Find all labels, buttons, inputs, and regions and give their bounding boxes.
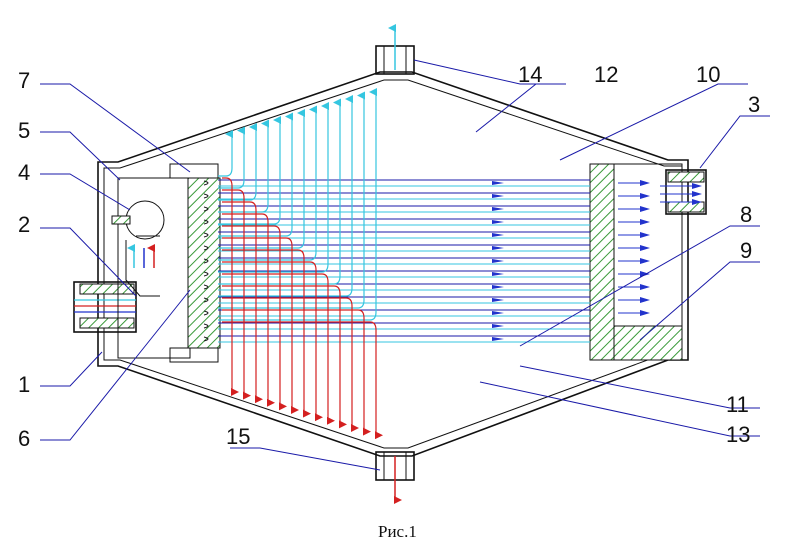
hot-flow-lines xyxy=(222,177,402,504)
cold-flow-line xyxy=(218,109,305,249)
chamber-arrow xyxy=(640,219,650,225)
cold-flow-line xyxy=(218,91,365,309)
tube-arrow xyxy=(492,259,504,263)
tube-arrow xyxy=(492,311,504,315)
hot-flow-line xyxy=(222,321,383,440)
right-header xyxy=(665,169,707,215)
inlet-pipe xyxy=(73,281,137,333)
header-arrow xyxy=(692,191,702,197)
tube-stub xyxy=(203,323,209,329)
tube-stub xyxy=(203,310,209,316)
hot-flow-line xyxy=(222,297,359,432)
tube-arrow xyxy=(492,220,504,224)
leader-lines xyxy=(40,59,770,471)
cold-flow-line xyxy=(218,98,341,285)
tube-stub xyxy=(203,336,209,342)
tube-arrow xyxy=(492,181,504,185)
tube-arrow xyxy=(492,337,504,341)
hot-flow-line xyxy=(222,237,299,414)
chamber-arrow xyxy=(640,297,650,303)
tube-stub xyxy=(203,258,209,264)
header-arrow xyxy=(692,199,702,205)
label-1: 1 xyxy=(18,372,30,397)
chamber-arrow xyxy=(640,193,650,199)
figure-caption: Рис.1 xyxy=(378,522,417,541)
tube-arrow xyxy=(492,285,504,289)
label-15: 15 xyxy=(226,424,250,449)
distributor-ring xyxy=(125,200,165,240)
chamber-arrow xyxy=(640,180,650,186)
tube-stub xyxy=(203,245,209,251)
hot-flow-line xyxy=(222,249,311,418)
tube-arrow xyxy=(492,246,504,250)
tube-arrow xyxy=(492,298,504,302)
label-9: 9 xyxy=(740,238,752,263)
tube-stub xyxy=(203,271,209,277)
hot-flow-line xyxy=(222,309,371,436)
header-flow-arrows xyxy=(618,180,702,316)
hot-flow-line xyxy=(222,261,323,422)
left-chamber xyxy=(111,177,191,359)
header-arrow xyxy=(692,183,702,189)
label-3: 3 xyxy=(748,92,760,117)
cold-flow-line xyxy=(218,130,233,177)
cold-flow-line xyxy=(218,116,281,225)
part-labels: 7 5 4 2 1 6 14 12 10 3 8 9 11 13 15 xyxy=(18,62,760,451)
right-tube-sheet xyxy=(589,163,683,361)
label-10: 10 xyxy=(696,62,720,87)
tube-stub xyxy=(203,206,209,212)
tube-arrow xyxy=(492,194,504,198)
tube-stub xyxy=(203,180,209,186)
chamber-arrow xyxy=(640,258,650,264)
tube-bundle xyxy=(203,179,590,343)
label-13: 13 xyxy=(726,422,750,447)
left-tube-sheet xyxy=(169,163,221,363)
chamber-arrow xyxy=(640,245,650,251)
tube-arrow xyxy=(492,233,504,237)
chamber-arrow xyxy=(640,310,650,316)
hot-flow-line xyxy=(222,213,275,407)
hot-flow-line xyxy=(222,177,239,396)
tube-arrow xyxy=(492,324,504,328)
tube-stub xyxy=(203,284,209,290)
label-4: 4 xyxy=(18,160,30,185)
cold-flow-line xyxy=(218,102,329,273)
hot-flow-line xyxy=(222,285,347,429)
label-7: 7 xyxy=(18,68,30,93)
label-12: 12 xyxy=(594,62,618,87)
cold-flow-line xyxy=(218,112,293,237)
tube-stub xyxy=(203,232,209,238)
tube-arrow xyxy=(492,207,504,211)
tube-stub xyxy=(203,219,209,225)
hot-flow-line xyxy=(222,273,335,425)
tube-arrow xyxy=(492,272,504,276)
chamber-arrow xyxy=(640,284,650,290)
label-14: 14 xyxy=(518,62,542,87)
label-2: 2 xyxy=(18,212,30,237)
cold-flow-line xyxy=(218,123,257,201)
hot-flow-line xyxy=(222,189,251,400)
label-6: 6 xyxy=(18,426,30,451)
hot-flow-line xyxy=(222,201,263,404)
cold-flow-line xyxy=(218,126,245,189)
label-8: 8 xyxy=(740,202,752,227)
label-5: 5 xyxy=(18,118,30,143)
tube-stub xyxy=(203,297,209,303)
tube-stub xyxy=(203,193,209,199)
hot-flow-line xyxy=(222,225,287,411)
cold-flow-line xyxy=(218,88,377,321)
cold-flow-line xyxy=(218,105,317,261)
label-11: 11 xyxy=(726,392,749,417)
cold-flow-line xyxy=(218,95,353,297)
chamber-arrow xyxy=(640,206,650,212)
chamber-arrow xyxy=(640,232,650,238)
cold-flow-lines xyxy=(218,24,396,321)
cold-flow-line xyxy=(218,119,269,213)
